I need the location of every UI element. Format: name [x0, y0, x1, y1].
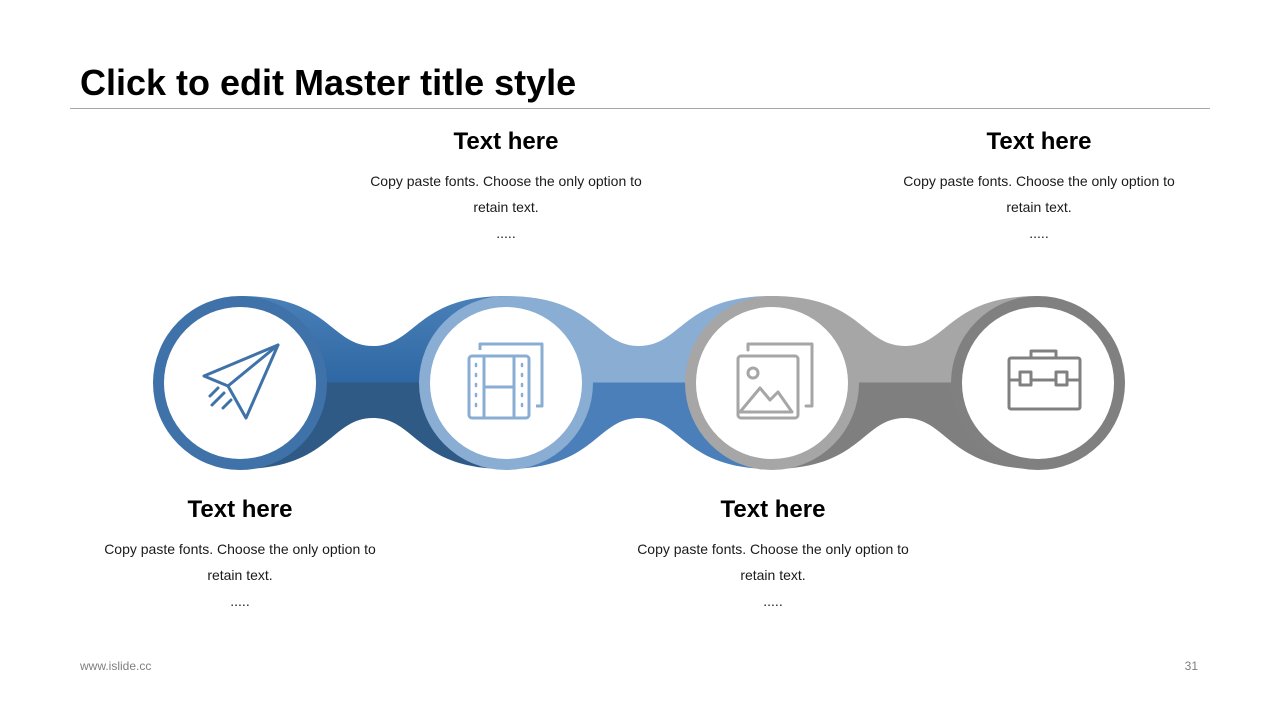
step-1-heading[interactable]: Text here — [187, 496, 293, 523]
step-4-node[interactable] — [951, 296, 1125, 470]
step-2-text: Text here Copy paste fonts. Choose the o… — [346, 128, 666, 246]
title-divider — [70, 108, 1210, 109]
step-1-more: ..... — [230, 593, 250, 609]
step-2-more: ..... — [496, 225, 516, 241]
step-3-text: Text here Copy paste fonts. Choose the o… — [613, 496, 933, 614]
page-title[interactable]: Click to edit Master title style — [80, 62, 577, 103]
step-2-node[interactable] — [419, 296, 593, 470]
step-4-more: ..... — [1029, 225, 1049, 241]
step-3-more: ..... — [763, 593, 783, 609]
step-1-text: Text here Copy paste fonts. Choose the o… — [80, 496, 400, 614]
image-icon — [736, 342, 814, 420]
paper-plane-icon — [202, 343, 280, 420]
step-2-body[interactable]: Copy paste fonts. Choose the only option… — [370, 173, 642, 215]
step-4-body[interactable]: Copy paste fonts. Choose the only option… — [903, 173, 1175, 215]
step-3-body[interactable]: Copy paste fonts. Choose the only option… — [637, 541, 909, 583]
film-icon — [467, 342, 544, 420]
step-1-body[interactable]: Copy paste fonts. Choose the only option… — [104, 541, 376, 583]
step-3-heading[interactable]: Text here — [720, 496, 826, 523]
step-4-heading[interactable]: Text here — [986, 128, 1092, 155]
step-1-node[interactable] — [153, 296, 327, 470]
step-4-text: Text here Copy paste fonts. Choose the o… — [879, 128, 1199, 246]
footer-url: www.islide.cc — [80, 659, 152, 673]
page-number: 31 — [1184, 659, 1198, 673]
step-2-heading[interactable]: Text here — [453, 128, 559, 155]
briefcase-icon — [1007, 349, 1082, 411]
step-3-node[interactable] — [685, 296, 859, 470]
